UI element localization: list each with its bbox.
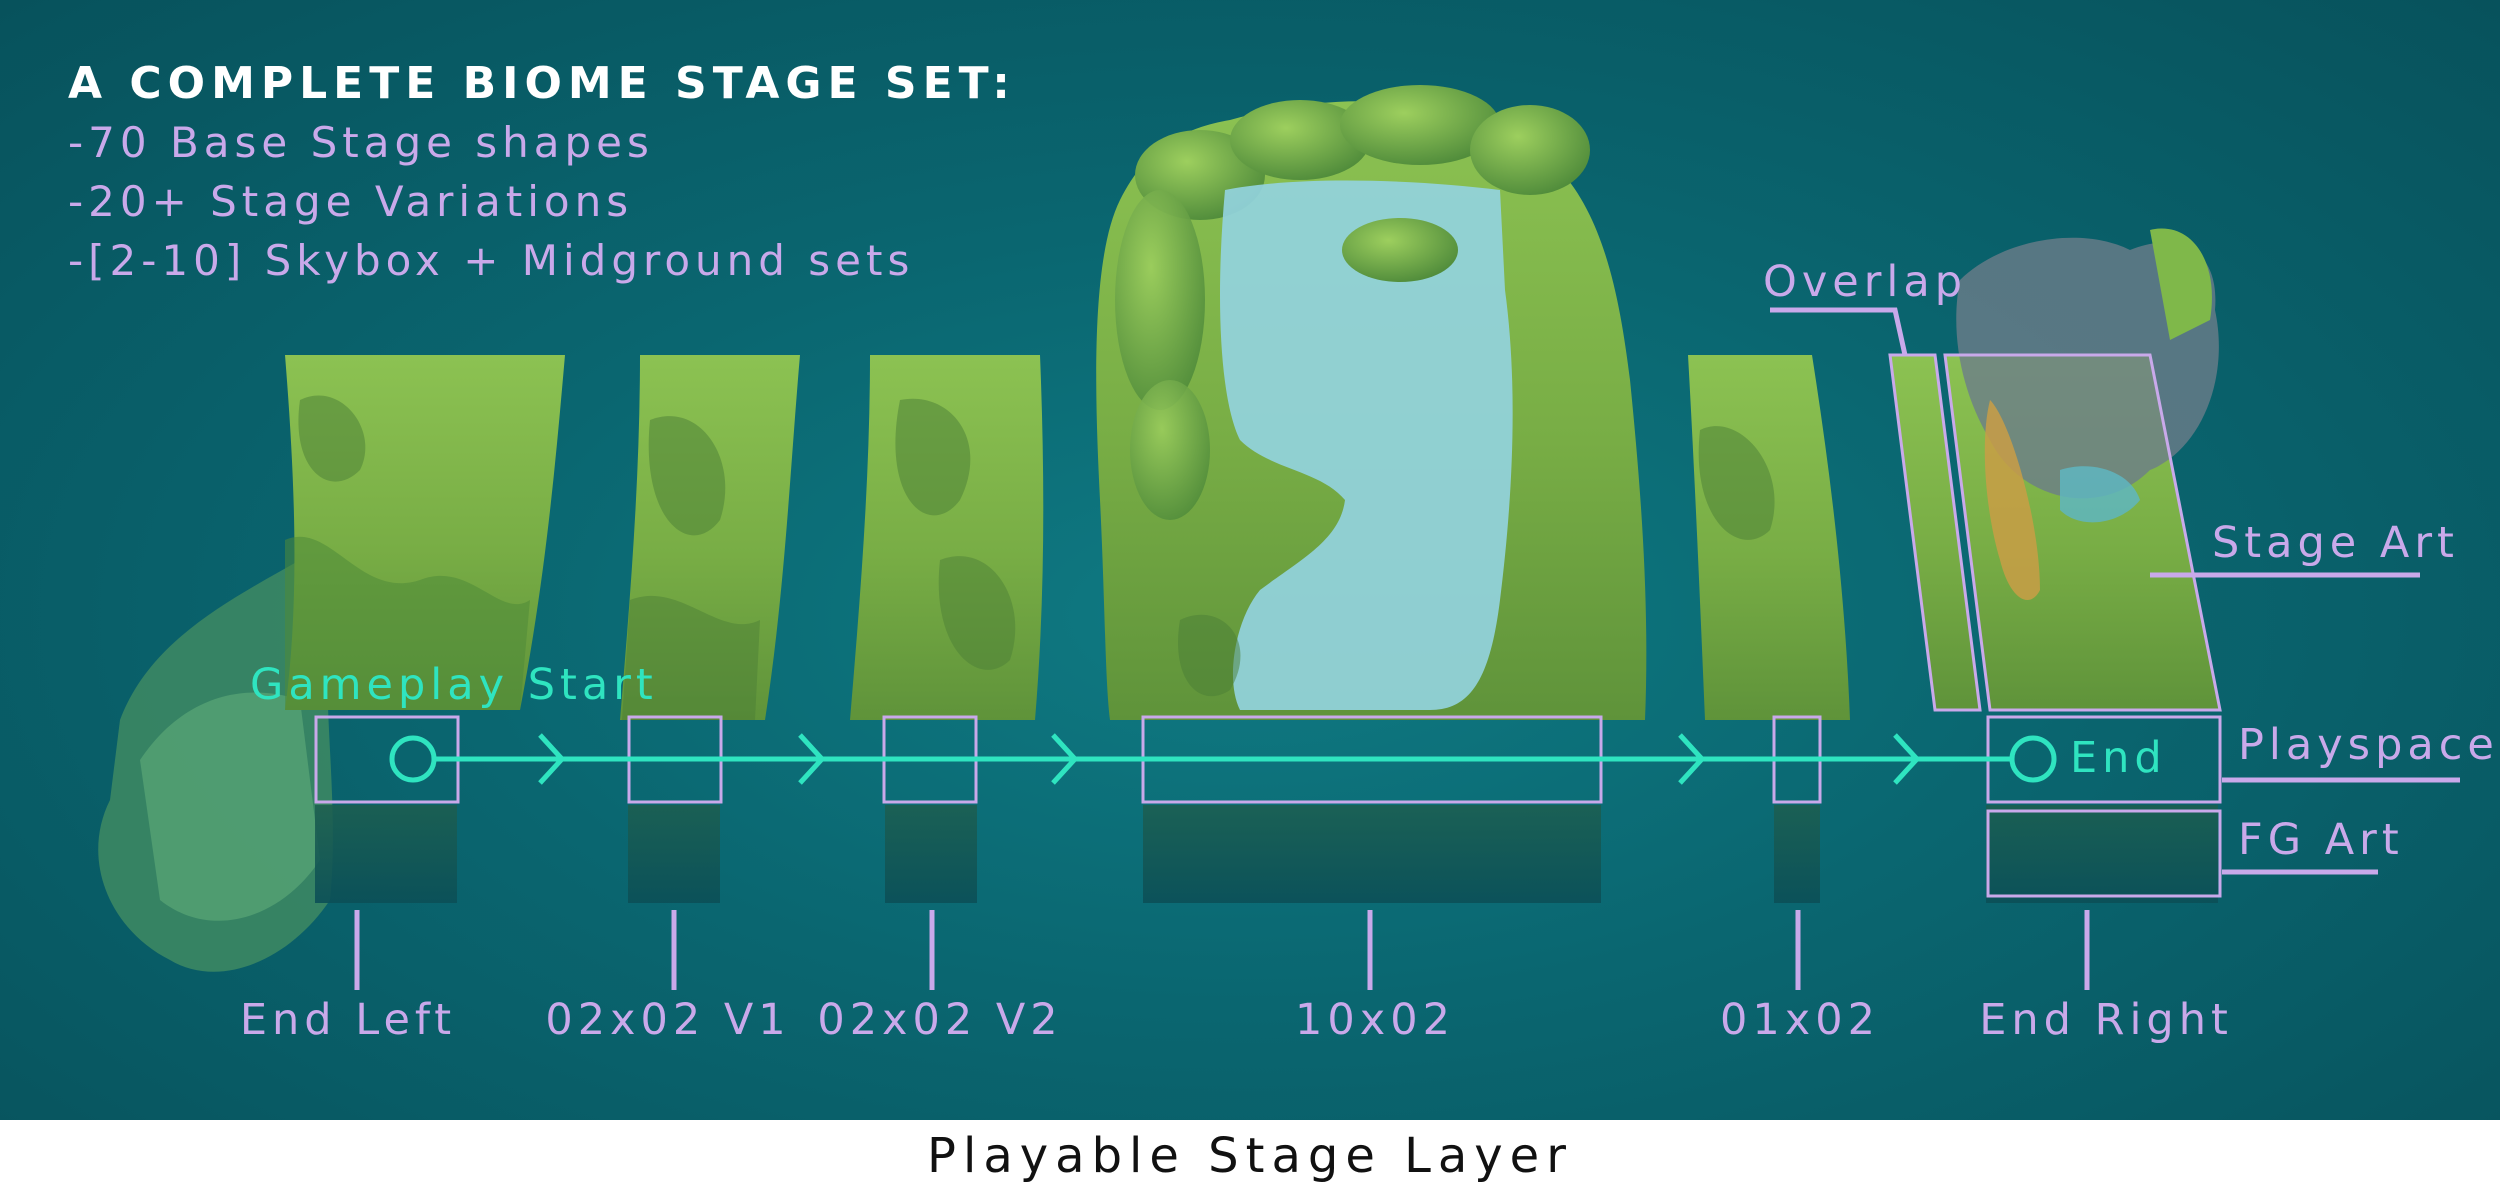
stage-label-end-right: End Right — [1979, 995, 2233, 1045]
bullet-variations: -20+ Stage Variations — [68, 177, 634, 226]
stage-02x02-v2 — [850, 355, 1044, 903]
path-arrow — [1051, 733, 1079, 785]
stage-label-10x02: 10x02 — [1295, 995, 1455, 1045]
stage-ticks — [354, 910, 2090, 990]
path-arrow — [1678, 733, 1706, 785]
overlap-label: Overlap — [1763, 257, 1968, 307]
overlap-outline — [1888, 353, 1982, 712]
diagram-scene — [0, 0, 2500, 1120]
end-left-stage — [98, 355, 565, 972]
fg-art-label: FG Art — [2238, 815, 2404, 865]
stage-label-end-left: End Left — [239, 995, 457, 1045]
gameplay-path — [389, 733, 2057, 785]
bullet-base-shapes: -70 Base Stage shapes — [68, 118, 654, 167]
bullet-skybox-sets: -[2-10] Skybox + Midground sets — [68, 236, 915, 285]
leader-lines — [1770, 307, 2460, 875]
stage-diagram — [98, 85, 2460, 990]
stage-01x02 — [1688, 355, 1850, 903]
path-arrow — [538, 733, 566, 785]
stage-art-label: Stage Art — [2212, 518, 2459, 568]
end-marker — [2009, 735, 2057, 783]
stage-02x02-v1 — [620, 355, 800, 903]
path-arrow — [798, 733, 826, 785]
stage-art-outline — [1943, 353, 2222, 712]
overlap-leader — [1770, 307, 1908, 356]
caption-strip — [0, 1120, 2500, 1196]
stage-label-01x02: 01x02 — [1720, 995, 1880, 1045]
path-arrow — [1893, 733, 1921, 785]
playspace-label: Playspace — [2238, 720, 2499, 770]
start-marker — [389, 735, 437, 783]
fg-art-outline — [1986, 809, 2222, 898]
stage-10x02 — [1096, 85, 1647, 903]
page-title: A COMPLETE BIOME STAGE SET: — [68, 58, 1016, 109]
caption: Playable Stage Layer — [927, 1128, 1573, 1184]
gameplay-end-label: End — [2070, 733, 2167, 783]
stage-label-02x02-v1: 02x02 V1 — [545, 995, 791, 1045]
end-right-stage — [1890, 228, 2220, 903]
stage-label-02x02-v2: 02x02 V2 — [817, 995, 1063, 1045]
gameplay-start-label: Gameplay Start — [250, 660, 658, 710]
